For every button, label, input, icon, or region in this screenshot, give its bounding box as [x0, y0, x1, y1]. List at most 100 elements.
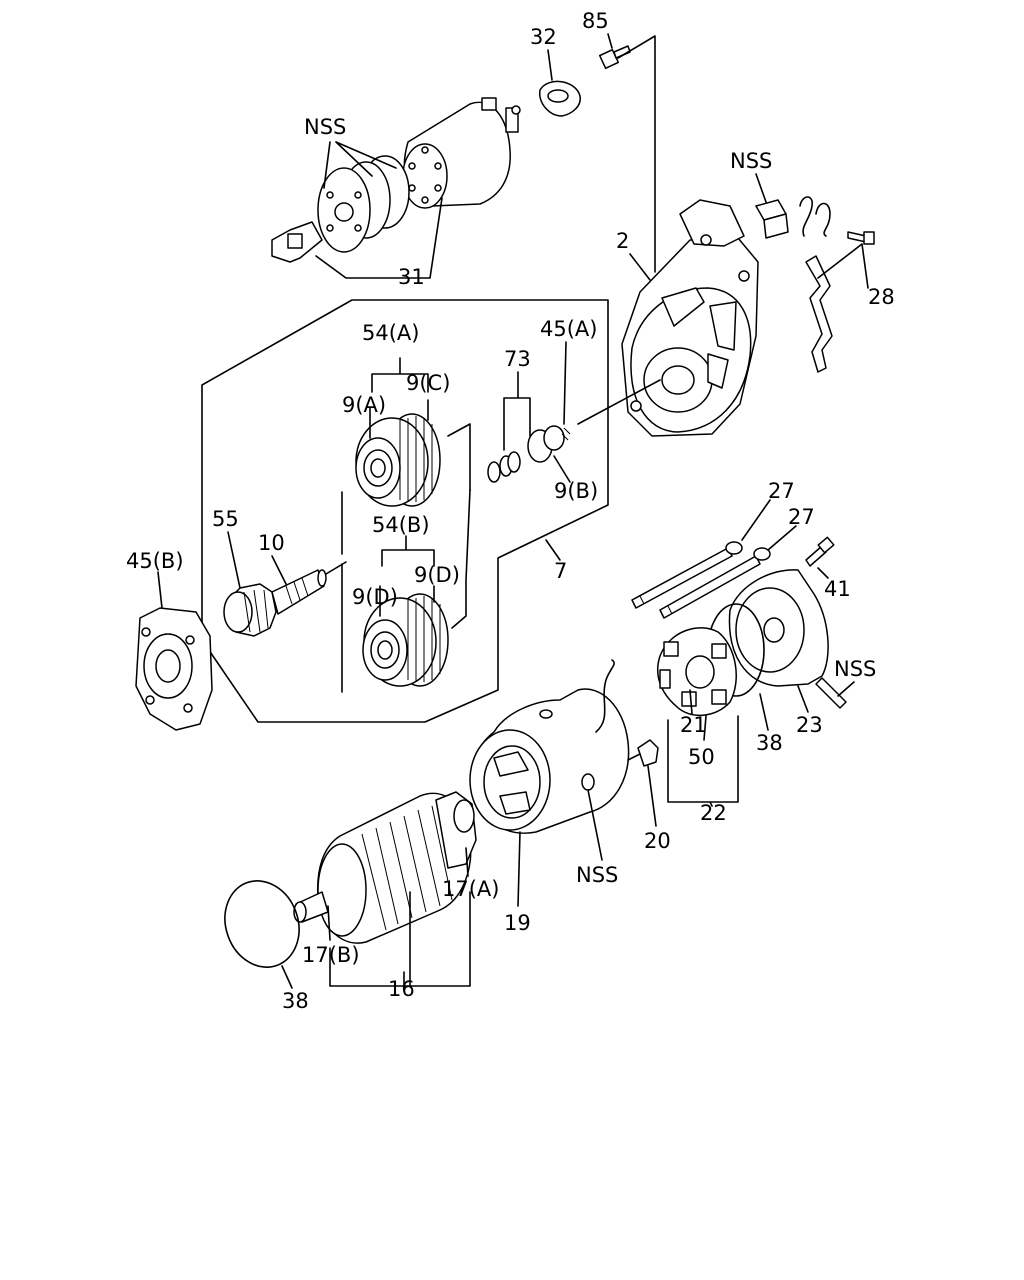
label-38-right: 38	[756, 731, 783, 755]
leader-17a	[465, 847, 469, 877]
label-16: 16	[388, 977, 415, 1001]
leader-85	[607, 33, 656, 273]
leader-41	[817, 567, 829, 579]
leader-nss-solenoid	[323, 141, 397, 189]
leader-17b	[327, 905, 331, 941]
leader-nss-yoke	[587, 789, 603, 861]
yoke-19	[469, 659, 630, 834]
label-28: 28	[868, 285, 895, 309]
label-21: 21	[680, 713, 707, 737]
terminal-20	[627, 739, 659, 767]
terminal-cap-32	[539, 80, 581, 117]
label-45b: 45(B)	[126, 549, 184, 573]
label-23: 23	[796, 713, 823, 737]
pinion-55	[223, 583, 277, 637]
screw-28	[847, 231, 875, 245]
leader-27-a	[741, 499, 771, 541]
clutch-gear-54b	[362, 593, 449, 687]
label-54b: 54(B)	[372, 513, 430, 537]
pin-nss	[815, 677, 847, 709]
through-bolt-27-a	[631, 541, 743, 609]
leader-54b	[381, 535, 435, 567]
label-31: 31	[398, 265, 425, 289]
label-9c: 9(C)	[406, 371, 450, 395]
group-7-outline	[201, 299, 609, 723]
leader-9a	[341, 407, 371, 555]
leader-32	[547, 49, 553, 81]
label-19: 19	[504, 911, 531, 935]
axis-housing-to-spring	[577, 379, 661, 425]
label-9d-left: 9(D)	[352, 585, 398, 609]
solenoid-switch	[402, 97, 521, 209]
leader-38-right	[759, 693, 769, 731]
leader-7	[545, 539, 561, 561]
label-85: 85	[582, 9, 609, 33]
brush-holder-22	[656, 627, 737, 717]
label-17a: 17(A)	[442, 877, 499, 901]
label-9d-right: 9(D)	[414, 563, 460, 587]
leader-9b	[553, 455, 571, 483]
leader-23	[797, 685, 809, 713]
label-73: 73	[504, 347, 531, 371]
label-2: 2	[616, 229, 629, 253]
label-38-left: 38	[282, 989, 309, 1013]
leader-19	[517, 831, 521, 907]
label-17b: 17(B)	[302, 943, 360, 967]
label-nss-yoke: NSS	[576, 863, 618, 887]
leader-54a	[371, 357, 429, 393]
leader-nss-pin	[837, 681, 855, 697]
label-55: 55	[212, 507, 239, 531]
leader-21	[689, 689, 693, 715]
label-54a: 54(A)	[362, 321, 419, 345]
leader-55	[227, 531, 241, 589]
label-nss-bracket: NSS	[730, 149, 772, 173]
leader-16	[329, 891, 471, 987]
spring-73	[487, 451, 521, 483]
label-41: 41	[824, 577, 851, 601]
label-nss-pin: NSS	[834, 657, 876, 681]
leader-38-left	[281, 965, 293, 989]
through-bolt-27-b	[659, 547, 771, 619]
cover-45b	[135, 607, 213, 731]
spring-clip	[799, 196, 831, 237]
label-9b: 9(B)	[554, 479, 598, 503]
label-22: 22	[700, 801, 727, 825]
screw-41	[805, 536, 835, 567]
leader-2	[629, 253, 651, 281]
leader-22	[667, 715, 739, 807]
label-7: 7	[554, 559, 567, 583]
label-27-b: 27	[788, 505, 815, 529]
leader-50	[703, 715, 707, 741]
leader-28	[817, 243, 869, 289]
bracket-nss	[755, 199, 789, 239]
solenoid-plunger	[271, 221, 323, 263]
leader-45a	[563, 341, 567, 425]
leader-27-b	[767, 525, 797, 551]
leader-9c	[427, 399, 471, 491]
leader-9d	[341, 489, 471, 693]
leader-31	[315, 197, 443, 279]
front-housing	[621, 199, 759, 437]
label-50: 50	[688, 745, 715, 769]
leader-45b	[157, 571, 163, 609]
axis-shaft-to-gear	[325, 561, 347, 575]
label-20: 20	[644, 829, 671, 853]
leader-10	[271, 555, 287, 585]
leader-20	[647, 765, 657, 827]
leader-73	[503, 371, 531, 451]
bracket-lever	[805, 255, 833, 373]
label-45a: 45(A)	[540, 317, 597, 341]
label-32: 32	[530, 25, 557, 49]
shaft-10	[271, 569, 327, 615]
solenoid-plates	[317, 155, 410, 253]
armature-16	[293, 791, 477, 944]
stop-ring-45a	[527, 425, 571, 463]
clutch-gear-54a	[355, 413, 441, 507]
leader-nss-bracket	[755, 173, 767, 203]
label-nss-solenoid: NSS	[304, 115, 346, 139]
label-10: 10	[258, 531, 285, 555]
label-27-a: 27	[768, 479, 795, 503]
label-9a: 9(A)	[342, 393, 386, 417]
